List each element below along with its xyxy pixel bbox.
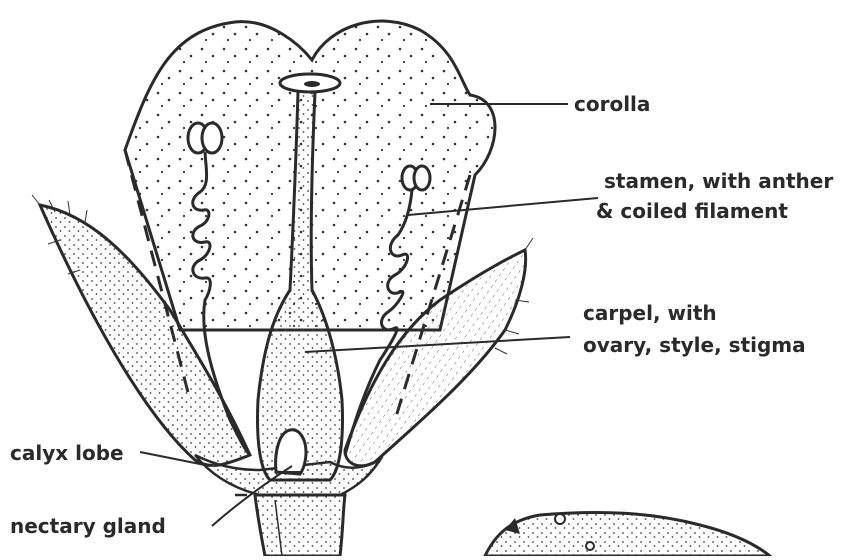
label-corolla: corolla: [574, 92, 650, 116]
label-carpel-line2: ovary, style, stigma: [583, 333, 806, 357]
label-stamen-line1: stamen, with anther: [604, 169, 833, 193]
label-nectary-gland: nectary gland: [10, 514, 166, 538]
label-calyx-lobe: calyx lobe: [10, 441, 124, 465]
label-carpel-line1: carpel, with: [583, 301, 717, 325]
label-stamen-line2: & coiled filament: [596, 199, 788, 223]
bottom-right-object: [485, 512, 770, 556]
pedicel: [255, 495, 345, 556]
